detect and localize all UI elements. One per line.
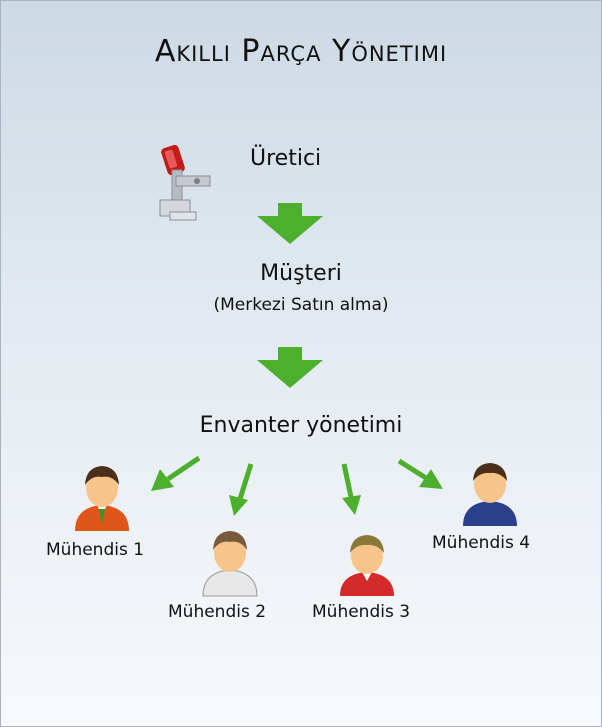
flow-arrow-down-2 (257, 347, 323, 388)
customer-sublabel: (Merkezi Satın alma) (213, 295, 389, 315)
customer-label: Müşteri (260, 261, 342, 286)
engineer-3-label: Mühendis 3 (312, 602, 411, 622)
arrow-to-engineer-2 (229, 463, 254, 516)
producer-label: Üretici (250, 146, 322, 171)
flow-arrow-down-1 (257, 203, 323, 244)
toggle-clamp-icon (159, 144, 211, 221)
engineer-1-label: Mühendis 1 (46, 540, 145, 560)
person-avatar-icon (340, 535, 394, 596)
arrow-to-engineer-4 (397, 458, 443, 489)
inventory-label: Envanter yönetimi (199, 413, 403, 438)
engineer-2-label: Mühendis 2 (168, 602, 267, 622)
person-avatar-icon (202, 531, 258, 597)
person-avatar-icon (75, 466, 129, 531)
person-avatar-icon (463, 463, 517, 526)
arrow-to-engineer-3 (341, 463, 361, 515)
arrow-to-engineer-1 (151, 455, 201, 491)
diagram-title: Akıllı Parça Yönetimi (154, 34, 448, 69)
engineer-4-label: Mühendis 4 (432, 533, 531, 553)
